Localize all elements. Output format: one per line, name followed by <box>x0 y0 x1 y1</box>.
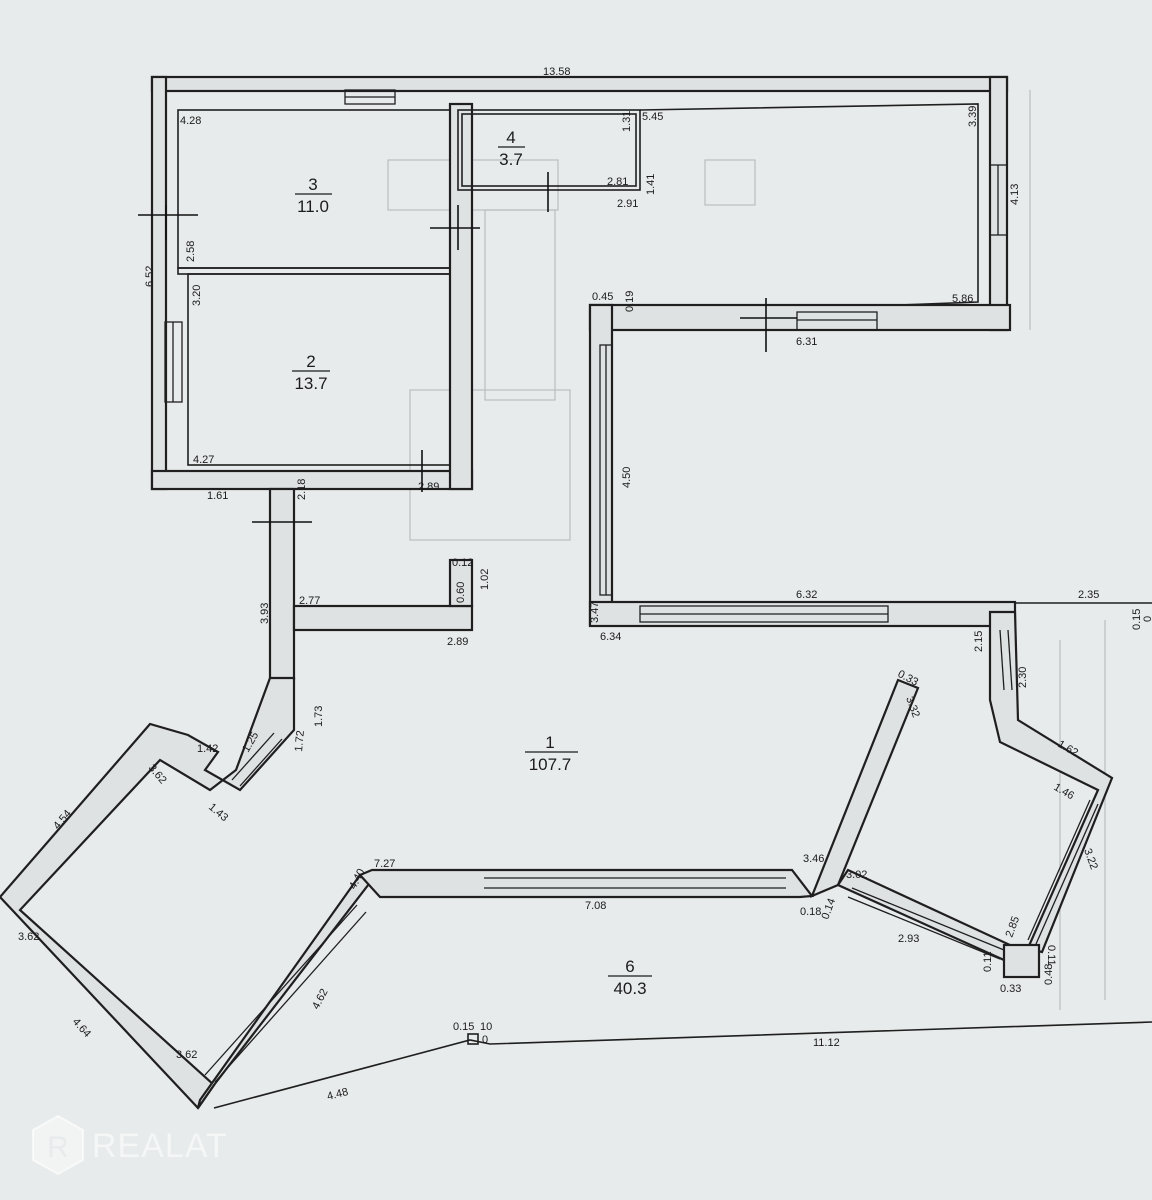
dim-label: 0.18 <box>800 906 821 918</box>
dim-label: 1.73 <box>313 706 325 727</box>
dim-label: 2.35 <box>1078 589 1099 601</box>
realat-watermark: R REALAT <box>32 1114 228 1176</box>
dim-label: 2.91 <box>617 198 638 210</box>
dim-label: 2.93 <box>898 933 919 945</box>
door-marks <box>138 172 797 523</box>
dim-label: 0 <box>1142 616 1152 622</box>
dimension-labels: 13.58 4.28 2.58 6.52 3.20 4.27 2.89 1.31… <box>18 66 1152 1103</box>
dim-label: 0.15 <box>453 1021 474 1033</box>
realat-logo-icon: R <box>32 1114 84 1176</box>
dim-label: 3.02 <box>846 869 867 881</box>
dim-label: 3.47 <box>589 602 601 623</box>
dim-label: 11.12 <box>813 1037 840 1049</box>
dim-label: 7.08 <box>585 900 606 912</box>
dim-label: 2.77 <box>299 595 320 607</box>
dim-label: 0.15 <box>1131 609 1143 630</box>
dim-label: 2.30 <box>1017 667 1029 688</box>
dim-label: 1.61 <box>207 490 228 502</box>
dim-label: 3.39 <box>967 106 979 127</box>
dim-label: 3.20 <box>191 285 203 306</box>
dim-label: 2.89 <box>418 481 439 493</box>
dim-label: 0.60 <box>455 582 467 603</box>
dim-label: 2.89 <box>447 636 468 648</box>
dim-label: 3.62 <box>18 931 39 943</box>
upper-windows <box>164 89 1008 623</box>
dim-label: 2.58 <box>185 241 197 262</box>
dim-label: 0.11 <box>1045 945 1057 966</box>
dim-label: 1.72 <box>293 730 307 752</box>
dim-label: 5.45 <box>642 111 663 123</box>
dim-label: 1.41 <box>645 174 657 195</box>
dim-label: 5.86 <box>952 293 973 305</box>
room-4-label: 4 3.7 <box>498 128 525 169</box>
dim-label: 4.27 <box>193 454 214 466</box>
lower-windows <box>204 629 1099 1083</box>
dim-label: 3.93 <box>259 603 271 624</box>
dim-label: 3.62 <box>176 1049 197 1061</box>
dim-label: 4.50 <box>621 467 633 488</box>
room-1-label: 1 107.7 <box>525 733 578 774</box>
dim-label: 4.28 <box>180 115 201 127</box>
dim-label: 1.02 <box>479 569 491 590</box>
dim-label: 0.19 <box>624 291 636 312</box>
svg-text:13.7: 13.7 <box>294 374 327 393</box>
dim-label: 0.11 <box>982 951 994 972</box>
dim-label: 3.46 <box>803 853 824 865</box>
dim-label: 0.12 <box>452 557 473 569</box>
dim-label: 6.32 <box>796 589 817 601</box>
dim-label: 2.15 <box>973 631 985 652</box>
dim-label: 1.42 <box>197 743 218 755</box>
dim-label: 0.48 <box>1043 964 1055 985</box>
lower-walls <box>0 602 1152 1110</box>
dim-label: 0 <box>482 1034 488 1046</box>
dim-label: 13.58 <box>543 66 571 78</box>
dim-label: 7.27 <box>374 858 395 870</box>
dim-label: 6.52 <box>144 266 156 287</box>
svg-text:4: 4 <box>506 128 515 147</box>
dim-label: 10 <box>480 1021 492 1033</box>
svg-text:40.3: 40.3 <box>613 979 646 998</box>
dim-label: 2.81 <box>607 176 628 188</box>
room-3-label: 3 11.0 <box>295 175 332 216</box>
realat-brand-text: REALAT <box>92 1127 228 1165</box>
svg-text:R: R <box>47 1131 69 1164</box>
dim-label: 0.45 <box>592 291 613 303</box>
dim-label: 2.18 <box>296 479 308 500</box>
dim-label: 0.33 <box>1000 983 1021 995</box>
svg-text:3.7: 3.7 <box>499 150 523 169</box>
room-6-label: 6 40.3 <box>608 957 652 998</box>
svg-text:107.7: 107.7 <box>529 755 572 774</box>
dim-label: 6.34 <box>600 631 621 643</box>
svg-text:11.0: 11.0 <box>297 197 329 216</box>
svg-text:6: 6 <box>625 957 634 976</box>
dim-label: 4.13 <box>1009 184 1021 205</box>
dim-label: 6.31 <box>796 336 817 348</box>
room-2-label: 2 13.7 <box>292 352 330 393</box>
room-labels: 3 11.0 2 13.7 4 3.7 1 107.7 6 40.3 <box>292 128 652 998</box>
svg-text:3: 3 <box>308 175 317 194</box>
svg-text:1: 1 <box>545 733 554 752</box>
svg-text:2: 2 <box>306 352 315 371</box>
dim-label: 1.31 <box>621 111 633 132</box>
dim-label: 4.48 <box>326 1086 350 1103</box>
